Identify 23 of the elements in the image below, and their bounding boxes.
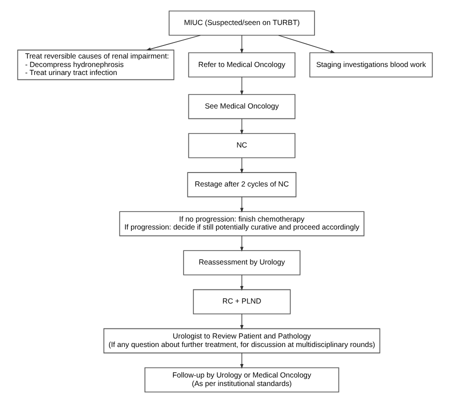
arrow: [145, 34, 200, 51]
node-box: Treat reversible causes of renal impairment: - Decompress hydronephrosis - Treat urinary tract infection: [16, 50, 174, 80]
node-box: RC + PLND: [192, 289, 290, 314]
arrow: [240, 34, 243, 54]
node-box: Refer to Medical Oncology: [188, 52, 295, 78]
arrow: [240, 118, 243, 135]
arrow: [240, 314, 243, 330]
arrow: [240, 76, 243, 96]
node-box: NC: [188, 133, 295, 158]
node-box: Reassessment by Urology: [182, 250, 300, 276]
node-box: Urologist to Review Patient and Pathology (If any question about further treatment, for discussion at multidisciplinary rounds): [102, 328, 380, 354]
node-box: Follow-up by Urology or Medical Oncology (As per institutional standards): [144, 367, 339, 392]
node-box: See Medical Oncology: [188, 94, 295, 120]
node-box: If no progression: finish chemotherapy If progression: decide if still potentially curative and proceed accordingly: [118, 211, 364, 236]
node-box: Restage after 2 cycles of NC: [186, 172, 296, 198]
arrow: [240, 196, 243, 213]
node-box: MIUC (Suspected/seen on TURBT): [168, 10, 314, 36]
arrow: [240, 157, 243, 174]
arrow: [240, 274, 243, 291]
arrow: [240, 236, 243, 252]
arrow: [278, 34, 335, 54]
node-box: Staging investigations blood work: [308, 52, 432, 78]
arrow: [240, 352, 243, 369]
